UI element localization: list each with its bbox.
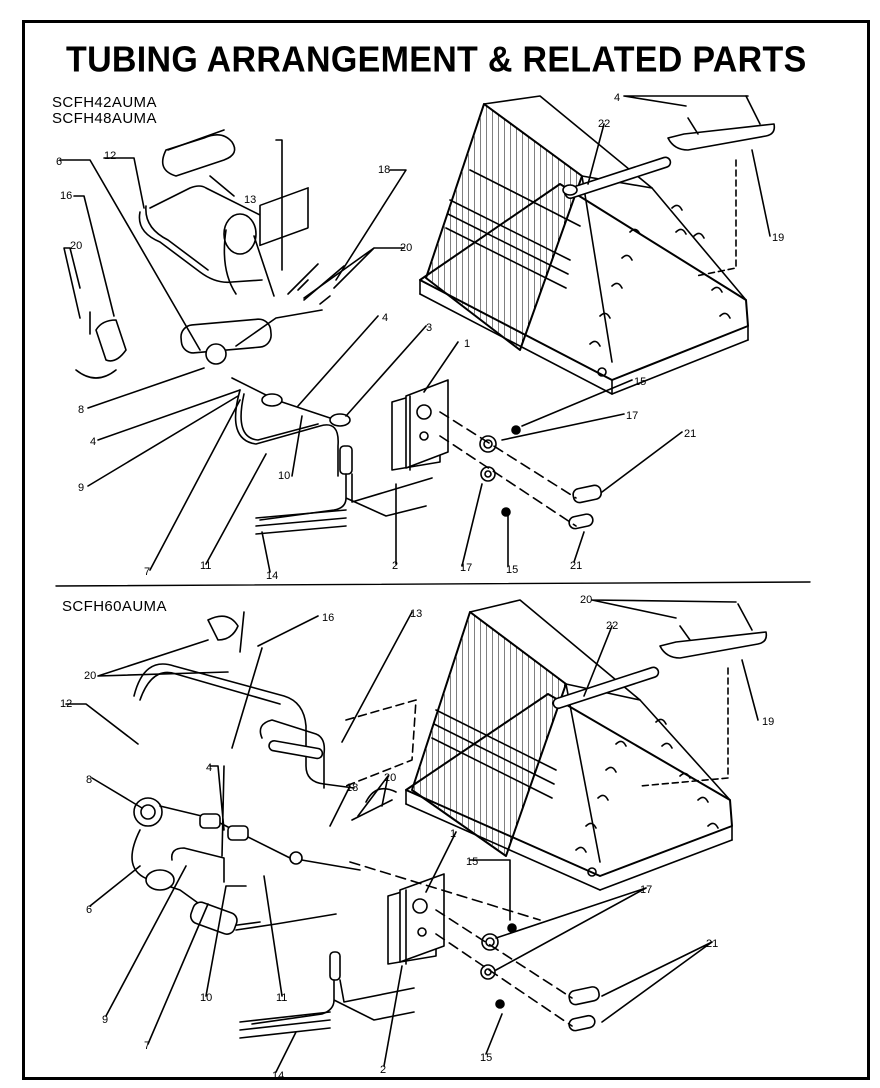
model-label-scfh60auma: SCFH60AUMA	[62, 598, 167, 615]
callout-upper-9: 9	[78, 482, 85, 494]
callout-lower-19: 19	[762, 716, 775, 728]
callout-lower-20: 20	[580, 594, 593, 606]
callout-upper-19: 19	[772, 232, 785, 244]
callout-upper-8: 8	[78, 404, 85, 416]
callout-lower-6: 6	[86, 904, 93, 916]
callout-upper-14: 14	[266, 570, 279, 582]
callout-upper-20a: 20	[70, 240, 83, 252]
callout-upper-1: 1	[464, 338, 471, 350]
drawing-frame	[22, 20, 870, 1080]
callout-upper-17: 17	[626, 410, 639, 422]
a-coil-lower	[405, 599, 733, 891]
callout-lower-21: 21	[706, 938, 719, 950]
model-label-scfh48auma: SCFH48AUMA	[52, 110, 157, 127]
callout-lower-2: 2	[380, 1064, 387, 1076]
callout-lower-20b: 20	[84, 670, 97, 682]
callout-upper-20b: 20	[400, 242, 413, 254]
callout-upper-12: 12	[104, 150, 117, 162]
callout-lower-15b: 15	[480, 1052, 493, 1064]
callout-lower-11: 11	[276, 992, 288, 1004]
callout-upper-10: 10	[278, 470, 291, 482]
callout-lower-4: 4	[206, 762, 213, 774]
model-label-scfh42auma: SCFH42AUMA	[52, 94, 157, 111]
callout-upper-13: 13	[244, 194, 257, 206]
callout-lower-17: 17	[640, 884, 653, 896]
callout-upper-7: 7	[144, 566, 151, 578]
callout-upper-4b: 4	[382, 312, 389, 324]
page-title: TUBING ARRANGEMENT & RELATED PARTS	[66, 40, 807, 80]
callout-lower-8: 8	[86, 774, 93, 786]
callout-lower-16: 16	[322, 612, 335, 624]
callout-lower-14: 14	[272, 1070, 285, 1082]
callout-upper-18: 18	[378, 164, 391, 176]
callout-upper-15b: 15	[506, 564, 519, 576]
callout-lower-15: 15	[466, 856, 479, 868]
callout-lower-1: 1	[450, 828, 457, 840]
callout-upper-21: 21	[684, 428, 697, 440]
callout-lower-9: 9	[102, 1014, 109, 1026]
callout-upper-4c: 4	[90, 436, 97, 448]
callout-upper-6a: 6	[56, 156, 63, 168]
callout-upper-11: 11	[200, 560, 212, 572]
callout-lower-10: 10	[200, 992, 213, 1004]
callout-upper-3: 3	[426, 322, 433, 334]
callout-lower-13: 13	[410, 608, 423, 620]
callout-upper-4: 4	[614, 92, 621, 104]
callout-upper-21b: 21	[570, 560, 583, 572]
callout-upper-2: 2	[392, 560, 399, 572]
callout-upper-16: 16	[60, 190, 73, 202]
a-coil-upper	[419, 95, 749, 395]
callout-lower-7: 7	[144, 1040, 151, 1052]
